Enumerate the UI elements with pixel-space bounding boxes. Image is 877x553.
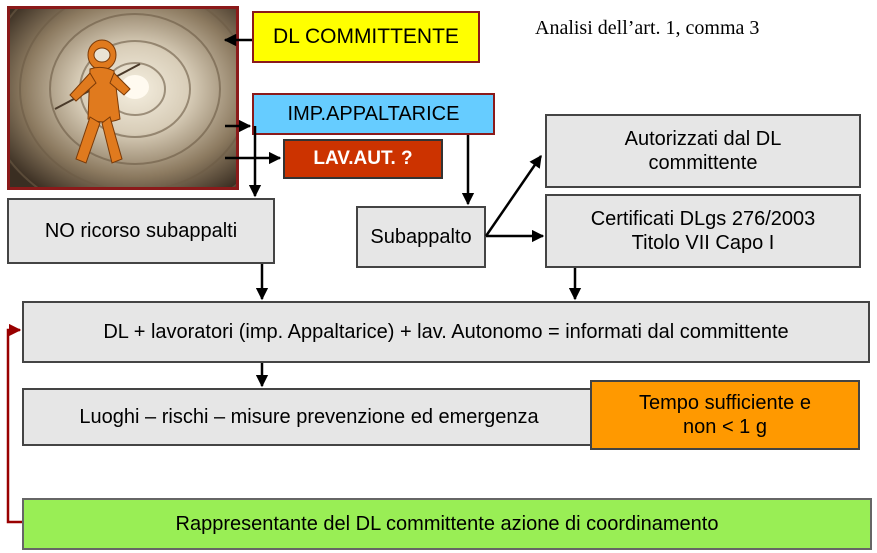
lav-aut-box: LAV.AUT. ? [283,139,443,179]
imp-appaltarice-box: IMP.APPALTARICE [252,93,495,135]
tempo-line1: Tempo sufficiente e [639,392,811,414]
informati-label: DL + lavoratori (imp. Appaltarice) + lav… [103,321,789,343]
subappalto-label: Subappalto [370,226,472,248]
tempo-line2: non < 1 g [683,416,767,438]
rappresentante-label: Rappresentante del DL committente azione… [175,513,719,535]
certificati-line2: Titolo VII Capo I [631,232,775,254]
certificati-box: Certificati DLgs 276/2003 Titolo VII Cap… [545,194,861,268]
no-ricorso-subappalti-label: NO ricorso subappalti [44,220,238,242]
slide-title: Analisi dell’art. 1, comma 3 [535,17,760,39]
arrow-sub-to-autorizzati [484,154,543,237]
worker-tunnel-photo [7,6,239,190]
luoghi-label: Luoghi – rischi – misure prevenzione ed … [79,406,539,428]
lav-aut-label: LAV.AUT. ? [313,147,413,169]
informati-box: DL + lavoratori (imp. Appaltarice) + lav… [22,301,870,363]
tempo-box: Tempo sufficiente e non < 1 g [590,380,860,450]
autorizzati-label: Autorizzati dal DL committente [624,128,782,174]
subappalto-box: Subappalto [356,206,486,268]
autorizzati-box: Autorizzati dal DL committente [545,114,861,188]
certificati-line1: Certificati DLgs 276/2003 [590,208,816,230]
dl-committente-box: DL COMMITTENTE [252,11,480,63]
imp-appaltarice-label: IMP.APPALTARICE [287,103,460,125]
luoghi-box: Luoghi – rischi – misure prevenzione ed … [22,388,596,446]
feedback-arrow [6,323,22,524]
dl-committente-label: DL COMMITTENTE [273,25,459,49]
worker-in-tunnel-icon [10,9,236,187]
no-ricorso-subappalti-box: NO ricorso subappalti [7,198,275,264]
rappresentante-box: Rappresentante del DL committente azione… [22,498,872,550]
